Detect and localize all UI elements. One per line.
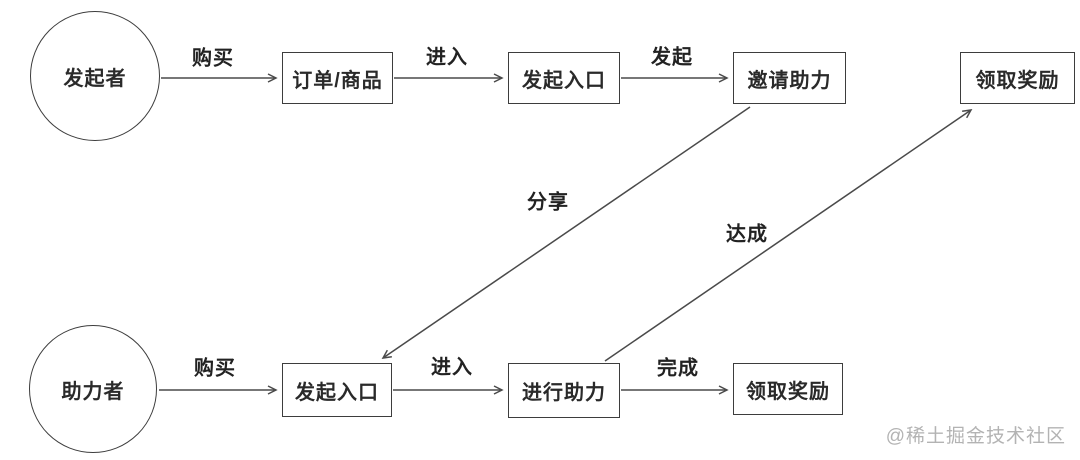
node-launch-entry-top: 发起入口 <box>508 52 620 104</box>
node-invite-assist: 邀请助力 <box>733 52 846 104</box>
node-launch-entry-bottom-label: 发起入口 <box>295 381 379 404</box>
edge-label-achieve: 达成 <box>726 223 768 246</box>
edge-label-complete: 完成 <box>657 357 699 380</box>
node-reward-top-label: 领取奖励 <box>975 69 1060 92</box>
node-do-assist-label: 进行助力 <box>522 382 606 404</box>
node-launch-entry-top-label: 发起入口 <box>522 69 606 92</box>
edge-label-launch: 发起 <box>651 46 693 69</box>
node-assistor: 助力者 <box>29 325 157 453</box>
node-initiator: 发起者 <box>30 11 160 141</box>
node-launch-entry-bottom: 发起入口 <box>282 363 392 417</box>
edge-label-share: 分享 <box>527 191 569 214</box>
edge-share-arrow <box>381 106 751 359</box>
node-do-assist: 进行助力 <box>508 363 620 418</box>
node-order-product: 订单/商品 <box>282 52 393 104</box>
edge-label-purchase-bottom: 购买 <box>194 357 236 380</box>
node-reward-top: 领取奖励 <box>960 52 1075 104</box>
edge-label-purchase-top: 购买 <box>192 47 234 70</box>
node-invite-assist-label: 邀请助力 <box>747 69 832 92</box>
node-order-product-label: 订单/商品 <box>292 69 383 92</box>
node-assistor-label: 助力者 <box>61 380 125 403</box>
node-initiator-label: 发起者 <box>63 67 127 90</box>
node-reward-bottom: 领取奖励 <box>733 363 843 415</box>
edge-label-enter-top: 进入 <box>426 46 468 69</box>
edge-label-enter-bottom: 进入 <box>431 356 473 379</box>
node-reward-bottom-label: 领取奖励 <box>746 380 830 403</box>
edge-achieve-arrow <box>604 109 973 362</box>
watermark: @稀土掘金技术社区 <box>885 426 1066 447</box>
